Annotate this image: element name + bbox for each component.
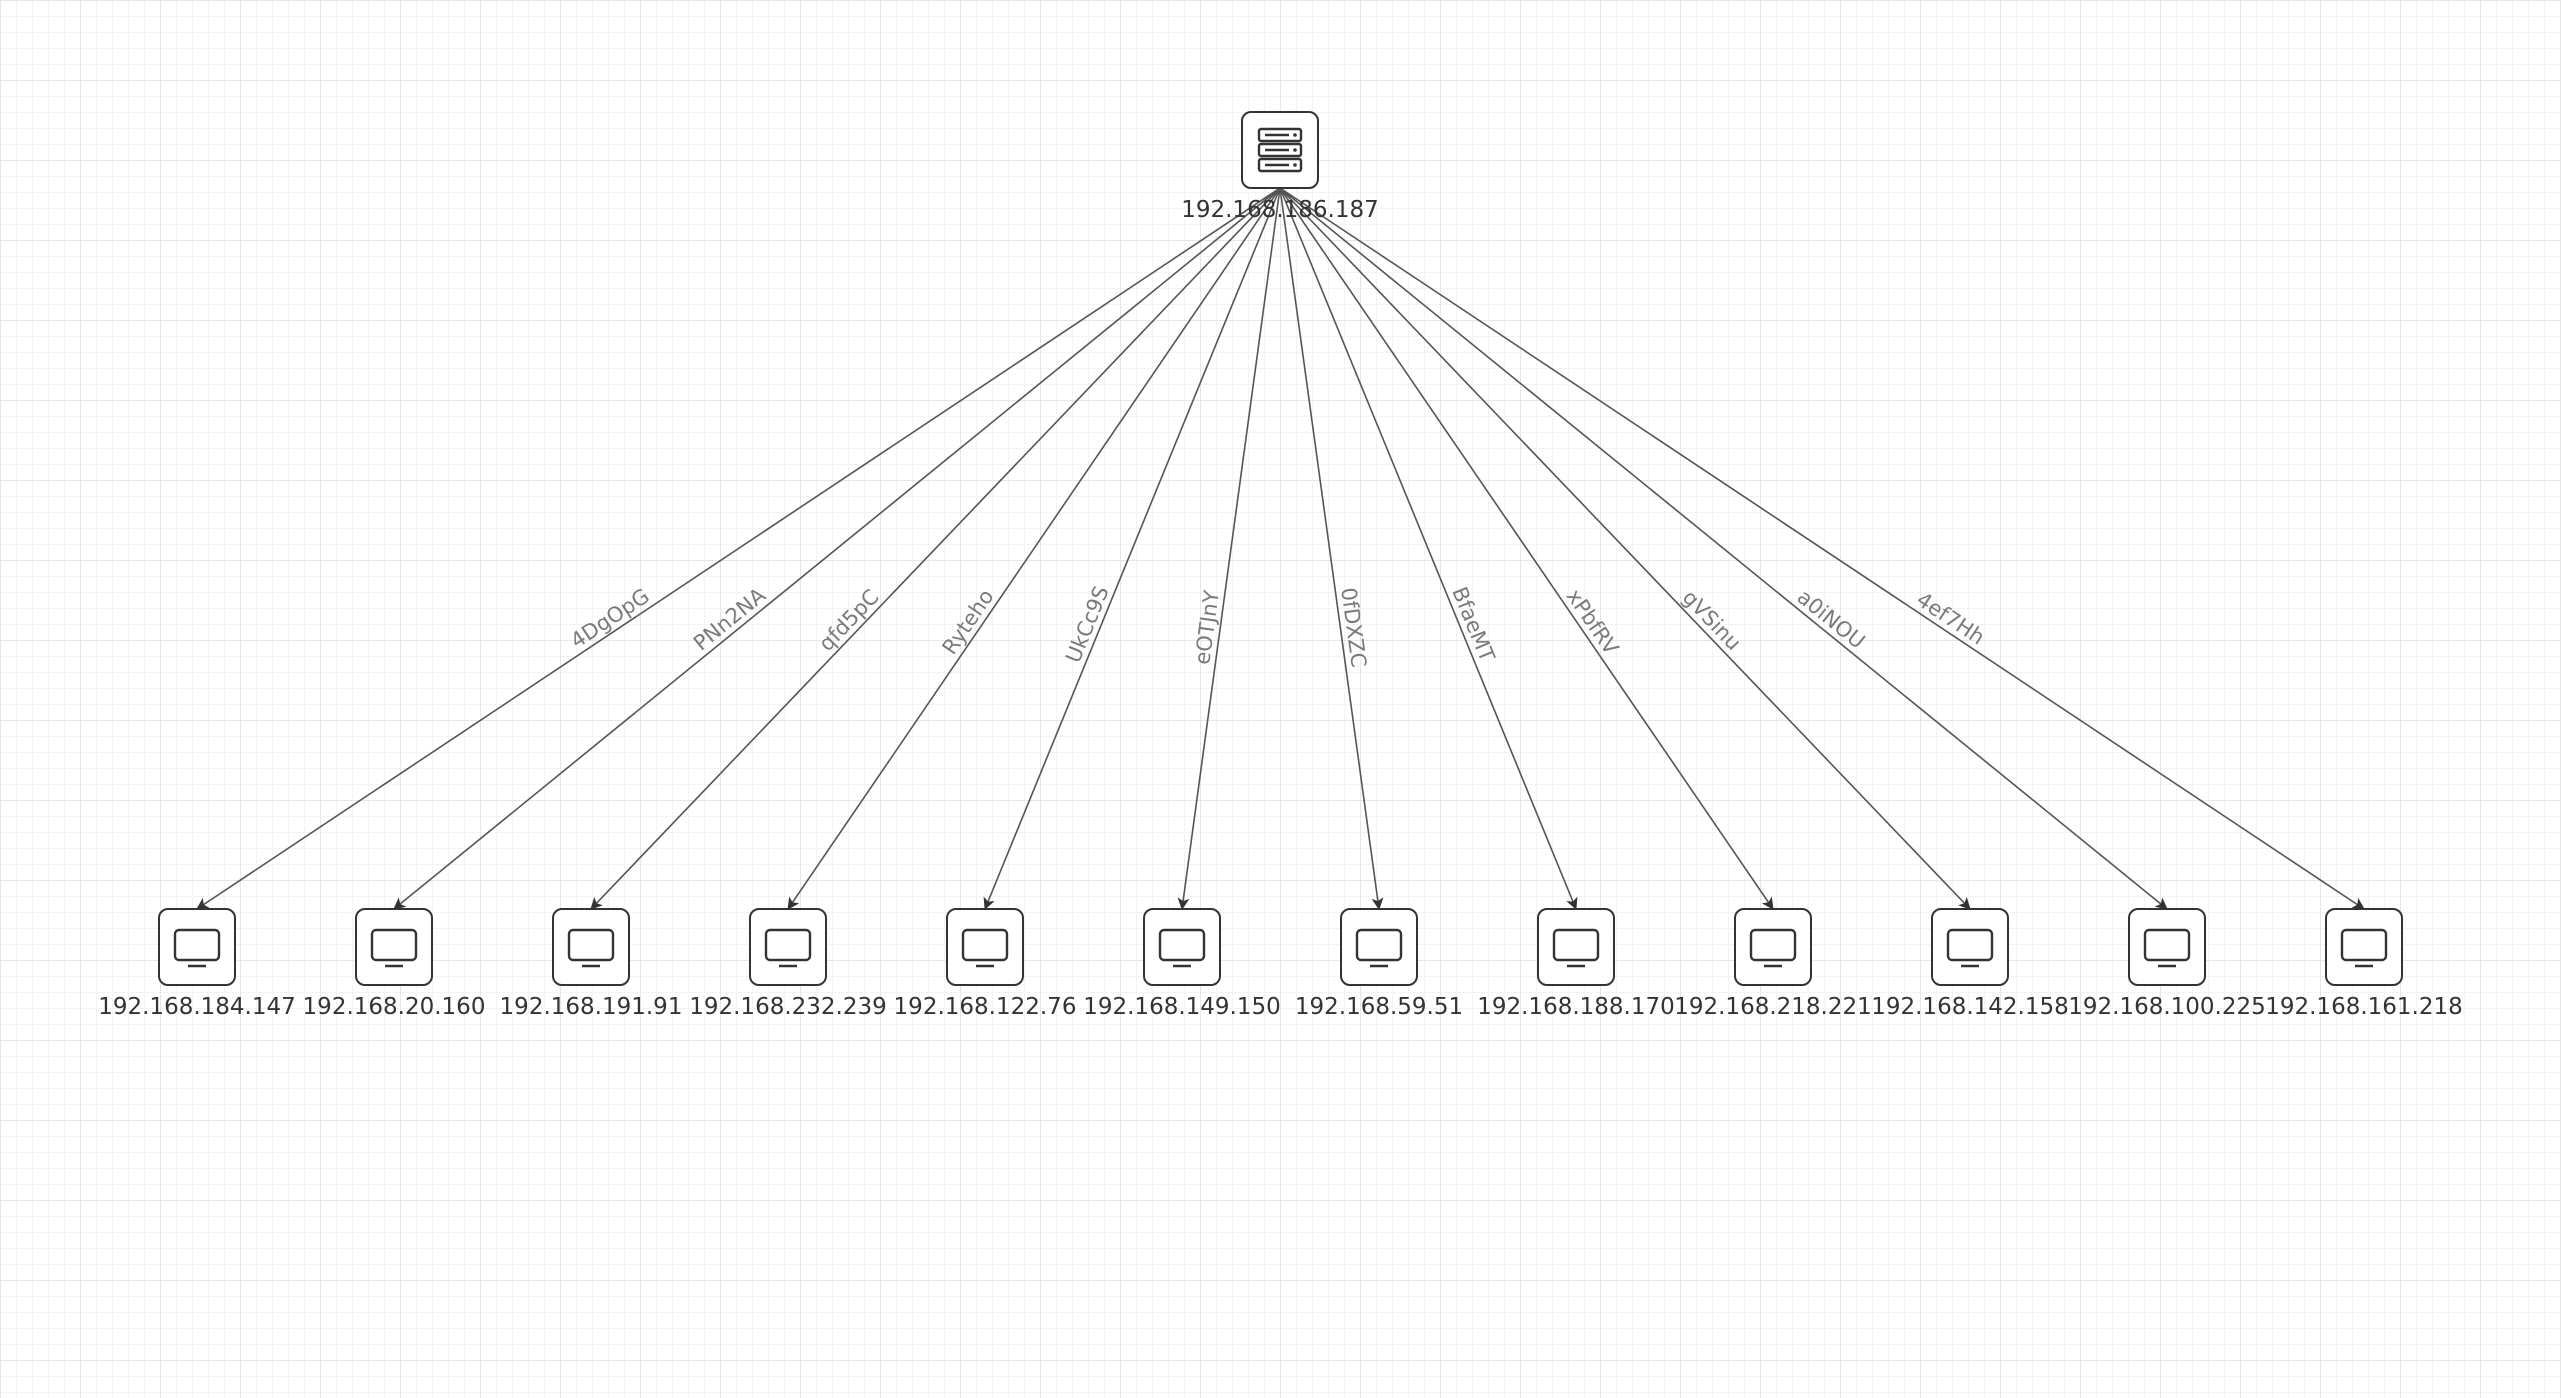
monitor-icon (1355, 928, 1403, 968)
monitor-icon (2143, 928, 2191, 968)
edge-label: xPbfRV (1562, 585, 1624, 660)
client-node[interactable]: 192.168.100.225 (2068, 908, 2266, 1020)
nodes-layer: 192.168.184.147 192.168.20.160 192.168.191… (98, 111, 2463, 1020)
client-node[interactable]: 192.168.59.51 (1295, 908, 1463, 1020)
edge-label: BfaeMT (1447, 583, 1499, 665)
edge-label: 4ef7Hh (1912, 587, 1989, 649)
client-node[interactable]: 192.168.184.147 (98, 908, 296, 1020)
client-node-label: 192.168.149.150 (1083, 994, 1281, 1020)
edge-label: 0fDXZC (1336, 586, 1371, 669)
edge-line[interactable] (1279, 187, 2168, 910)
client-node[interactable]: 192.168.188.170 (1477, 908, 1675, 1020)
monitor-icon (173, 928, 221, 968)
edge-line[interactable] (1279, 187, 1384, 910)
client-node-label: 192.168.122.76 (894, 994, 1077, 1020)
server-icon (1257, 127, 1303, 173)
monitor-icon (1552, 928, 1600, 968)
edge-label: gVSinu (1678, 585, 1746, 655)
client-node-label: 192.168.232.239 (689, 994, 887, 1020)
edge-label: eOTJnY (1190, 589, 1224, 666)
edge-line[interactable] (1177, 187, 1281, 910)
client-node[interactable]: 192.168.142.158 (1871, 908, 2069, 1020)
edge-line[interactable] (983, 187, 1281, 910)
monitor-icon (1158, 928, 1206, 968)
client-node[interactable]: 192.168.122.76 (894, 908, 1077, 1020)
edge-line[interactable] (1279, 187, 1971, 910)
server-node-label: 192.168.186.187 (1181, 197, 1379, 223)
client-node-label: 192.168.59.51 (1295, 994, 1463, 1020)
monitor-icon (764, 928, 812, 968)
edge-label: Ryteho (938, 585, 999, 659)
monitor-icon (370, 928, 418, 968)
monitor-icon (2340, 928, 2388, 968)
edges-layer (196, 187, 2365, 910)
client-node-label: 192.168.100.225 (2068, 994, 2266, 1020)
client-node-label: 192.168.184.147 (98, 994, 296, 1020)
edge-label: a0iNOU (1793, 585, 1870, 654)
edge-line[interactable] (1279, 187, 2365, 910)
client-node[interactable]: 192.168.161.218 (2265, 908, 2463, 1020)
client-node[interactable]: 192.168.232.239 (689, 908, 887, 1020)
client-node-label: 192.168.20.160 (303, 994, 486, 1020)
monitor-icon (1946, 928, 1994, 968)
client-node-label: 192.168.142.158 (1871, 994, 2069, 1020)
edge-line[interactable] (787, 187, 1281, 910)
edge-label: qfd5pC (814, 585, 883, 656)
server-node[interactable]: 192.168.186.187 (1181, 111, 1379, 223)
edge-label: 4DgOpG (566, 584, 653, 653)
client-node[interactable]: 192.168.191.91 (500, 908, 683, 1020)
client-node[interactable]: 192.168.20.160 (303, 908, 486, 1020)
edge-line[interactable] (196, 187, 1281, 910)
monitor-icon (961, 928, 1009, 968)
client-node-label: 192.168.218.221 (1674, 994, 1872, 1020)
edge-line[interactable] (393, 187, 1281, 910)
client-node[interactable]: 192.168.149.150 (1083, 908, 1281, 1020)
client-node[interactable]: 192.168.218.221 (1674, 908, 1872, 1020)
edge-label: UkCc9S (1061, 583, 1114, 667)
edge-line[interactable] (590, 187, 1281, 910)
monitor-icon (567, 928, 615, 968)
edge-label: PNn2NA (689, 583, 771, 656)
client-node-label: 192.168.188.170 (1477, 994, 1675, 1020)
monitor-icon (1749, 928, 1797, 968)
edge-line[interactable] (1279, 187, 1578, 910)
client-node-label: 192.168.161.218 (2265, 994, 2463, 1020)
edge-line[interactable] (1279, 187, 1774, 910)
client-node-label: 192.168.191.91 (500, 994, 683, 1020)
